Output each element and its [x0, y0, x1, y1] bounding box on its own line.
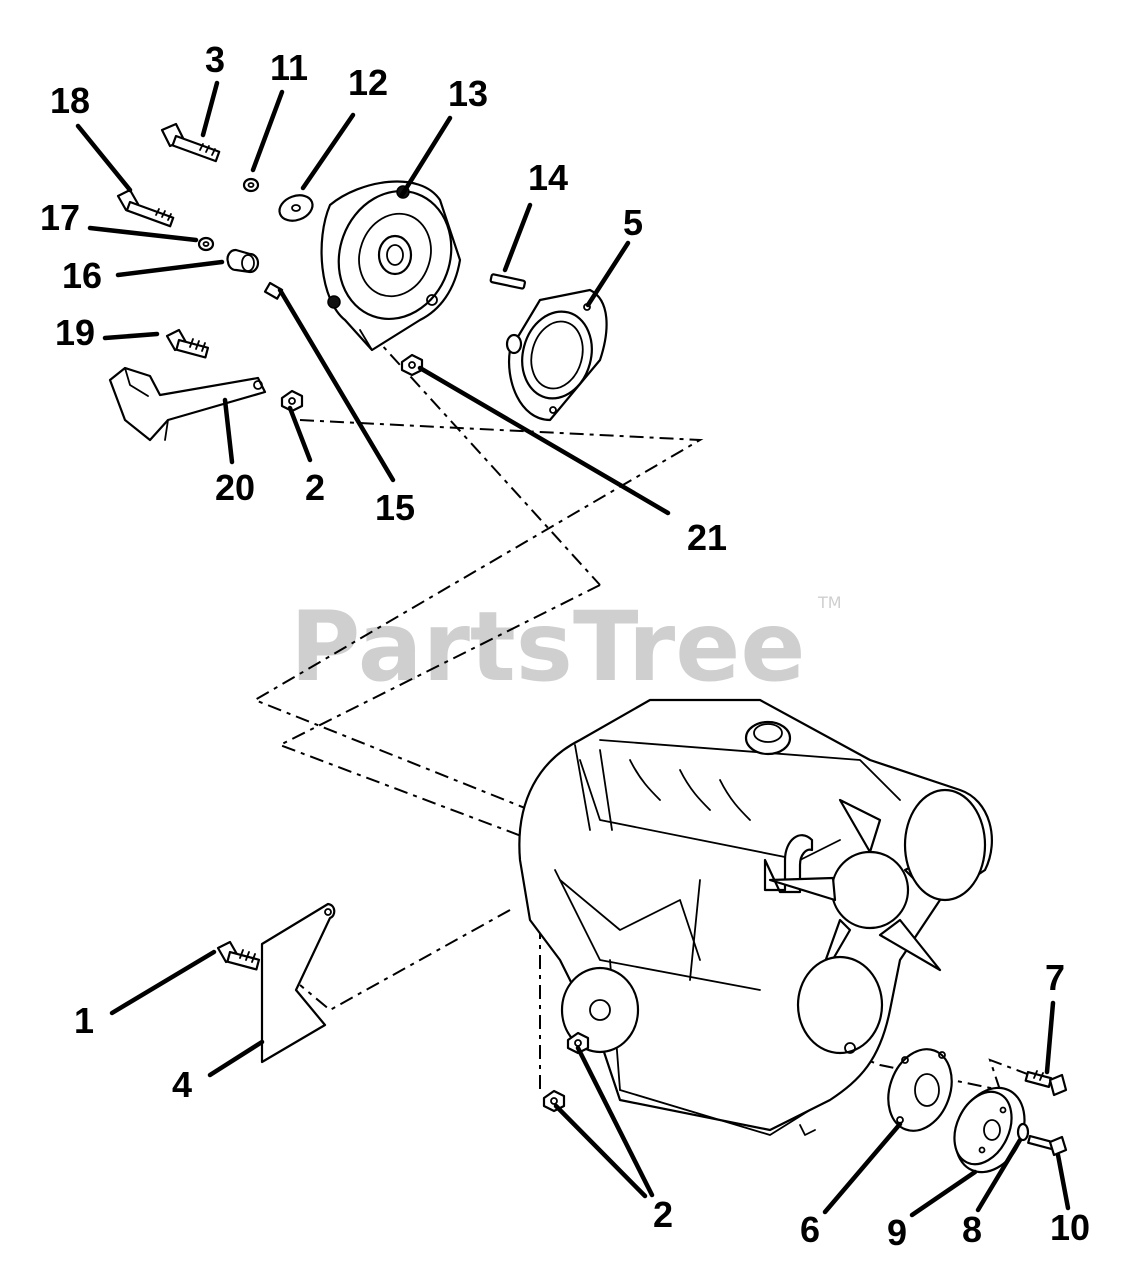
callout-9: 9 [887, 1212, 907, 1253]
callout-1: 1 [74, 1000, 94, 1041]
part-19-bolt [165, 328, 210, 359]
callout-18: 18 [50, 80, 90, 121]
part-8-washer [1016, 1122, 1030, 1142]
callout-5: 5 [623, 202, 643, 243]
part-6-flange [887, 1048, 953, 1132]
callout-15: 15 [375, 487, 415, 528]
callout-21: 21 [687, 517, 727, 558]
watermark-text: PartsTree [290, 591, 805, 703]
part-18-bolt [116, 188, 175, 228]
watermark-trademark: TM [817, 593, 842, 612]
part-21-nut [400, 353, 424, 377]
callout-8: 8 [962, 1209, 982, 1250]
callout-3: 3 [205, 39, 225, 80]
part-11-washer [242, 177, 260, 193]
part-12-washer [278, 194, 314, 222]
callout-11: 11 [270, 47, 308, 88]
watermark: PartsTree TM [290, 591, 842, 703]
part-7-bolt [1024, 1070, 1068, 1097]
engine-assembly [518, 698, 993, 1136]
callout-13: 13 [448, 73, 488, 114]
assembly-dashed-lines [252, 309, 1031, 1091]
callout-19: 19 [55, 312, 95, 353]
part-16-spacer [226, 248, 260, 274]
part-10-bolt [1027, 1134, 1068, 1157]
callout-16: 16 [62, 255, 102, 296]
leader-lines [75, 80, 1071, 1218]
callout-2-bottom: 2 [653, 1194, 673, 1235]
callout-labels: 3 11 12 13 18 17 16 14 5 19 20 2 15 21 1… [40, 39, 1090, 1253]
callout-17: 17 [40, 197, 80, 238]
part-17-washer [197, 236, 215, 252]
part-14-key [489, 273, 526, 290]
callout-14: 14 [528, 157, 568, 198]
part-4-shield [260, 902, 336, 1064]
callout-7: 7 [1045, 957, 1065, 998]
part-9-pulley [953, 1086, 1026, 1174]
callout-20: 20 [215, 467, 255, 508]
callout-4: 4 [172, 1064, 192, 1105]
part-1-bolt [216, 940, 261, 971]
part-5-adapter-plate [505, 288, 608, 422]
callout-6: 6 [800, 1209, 820, 1250]
part-2-nut-top [280, 389, 304, 413]
callout-12: 12 [348, 62, 388, 103]
part-15-key [263, 281, 284, 300]
part-3-bolt [160, 122, 221, 163]
callout-10: 10 [1050, 1207, 1090, 1248]
callout-2-top: 2 [305, 467, 325, 508]
part-20-bracket [108, 366, 267, 442]
part-13-pto-clutch [320, 180, 462, 352]
